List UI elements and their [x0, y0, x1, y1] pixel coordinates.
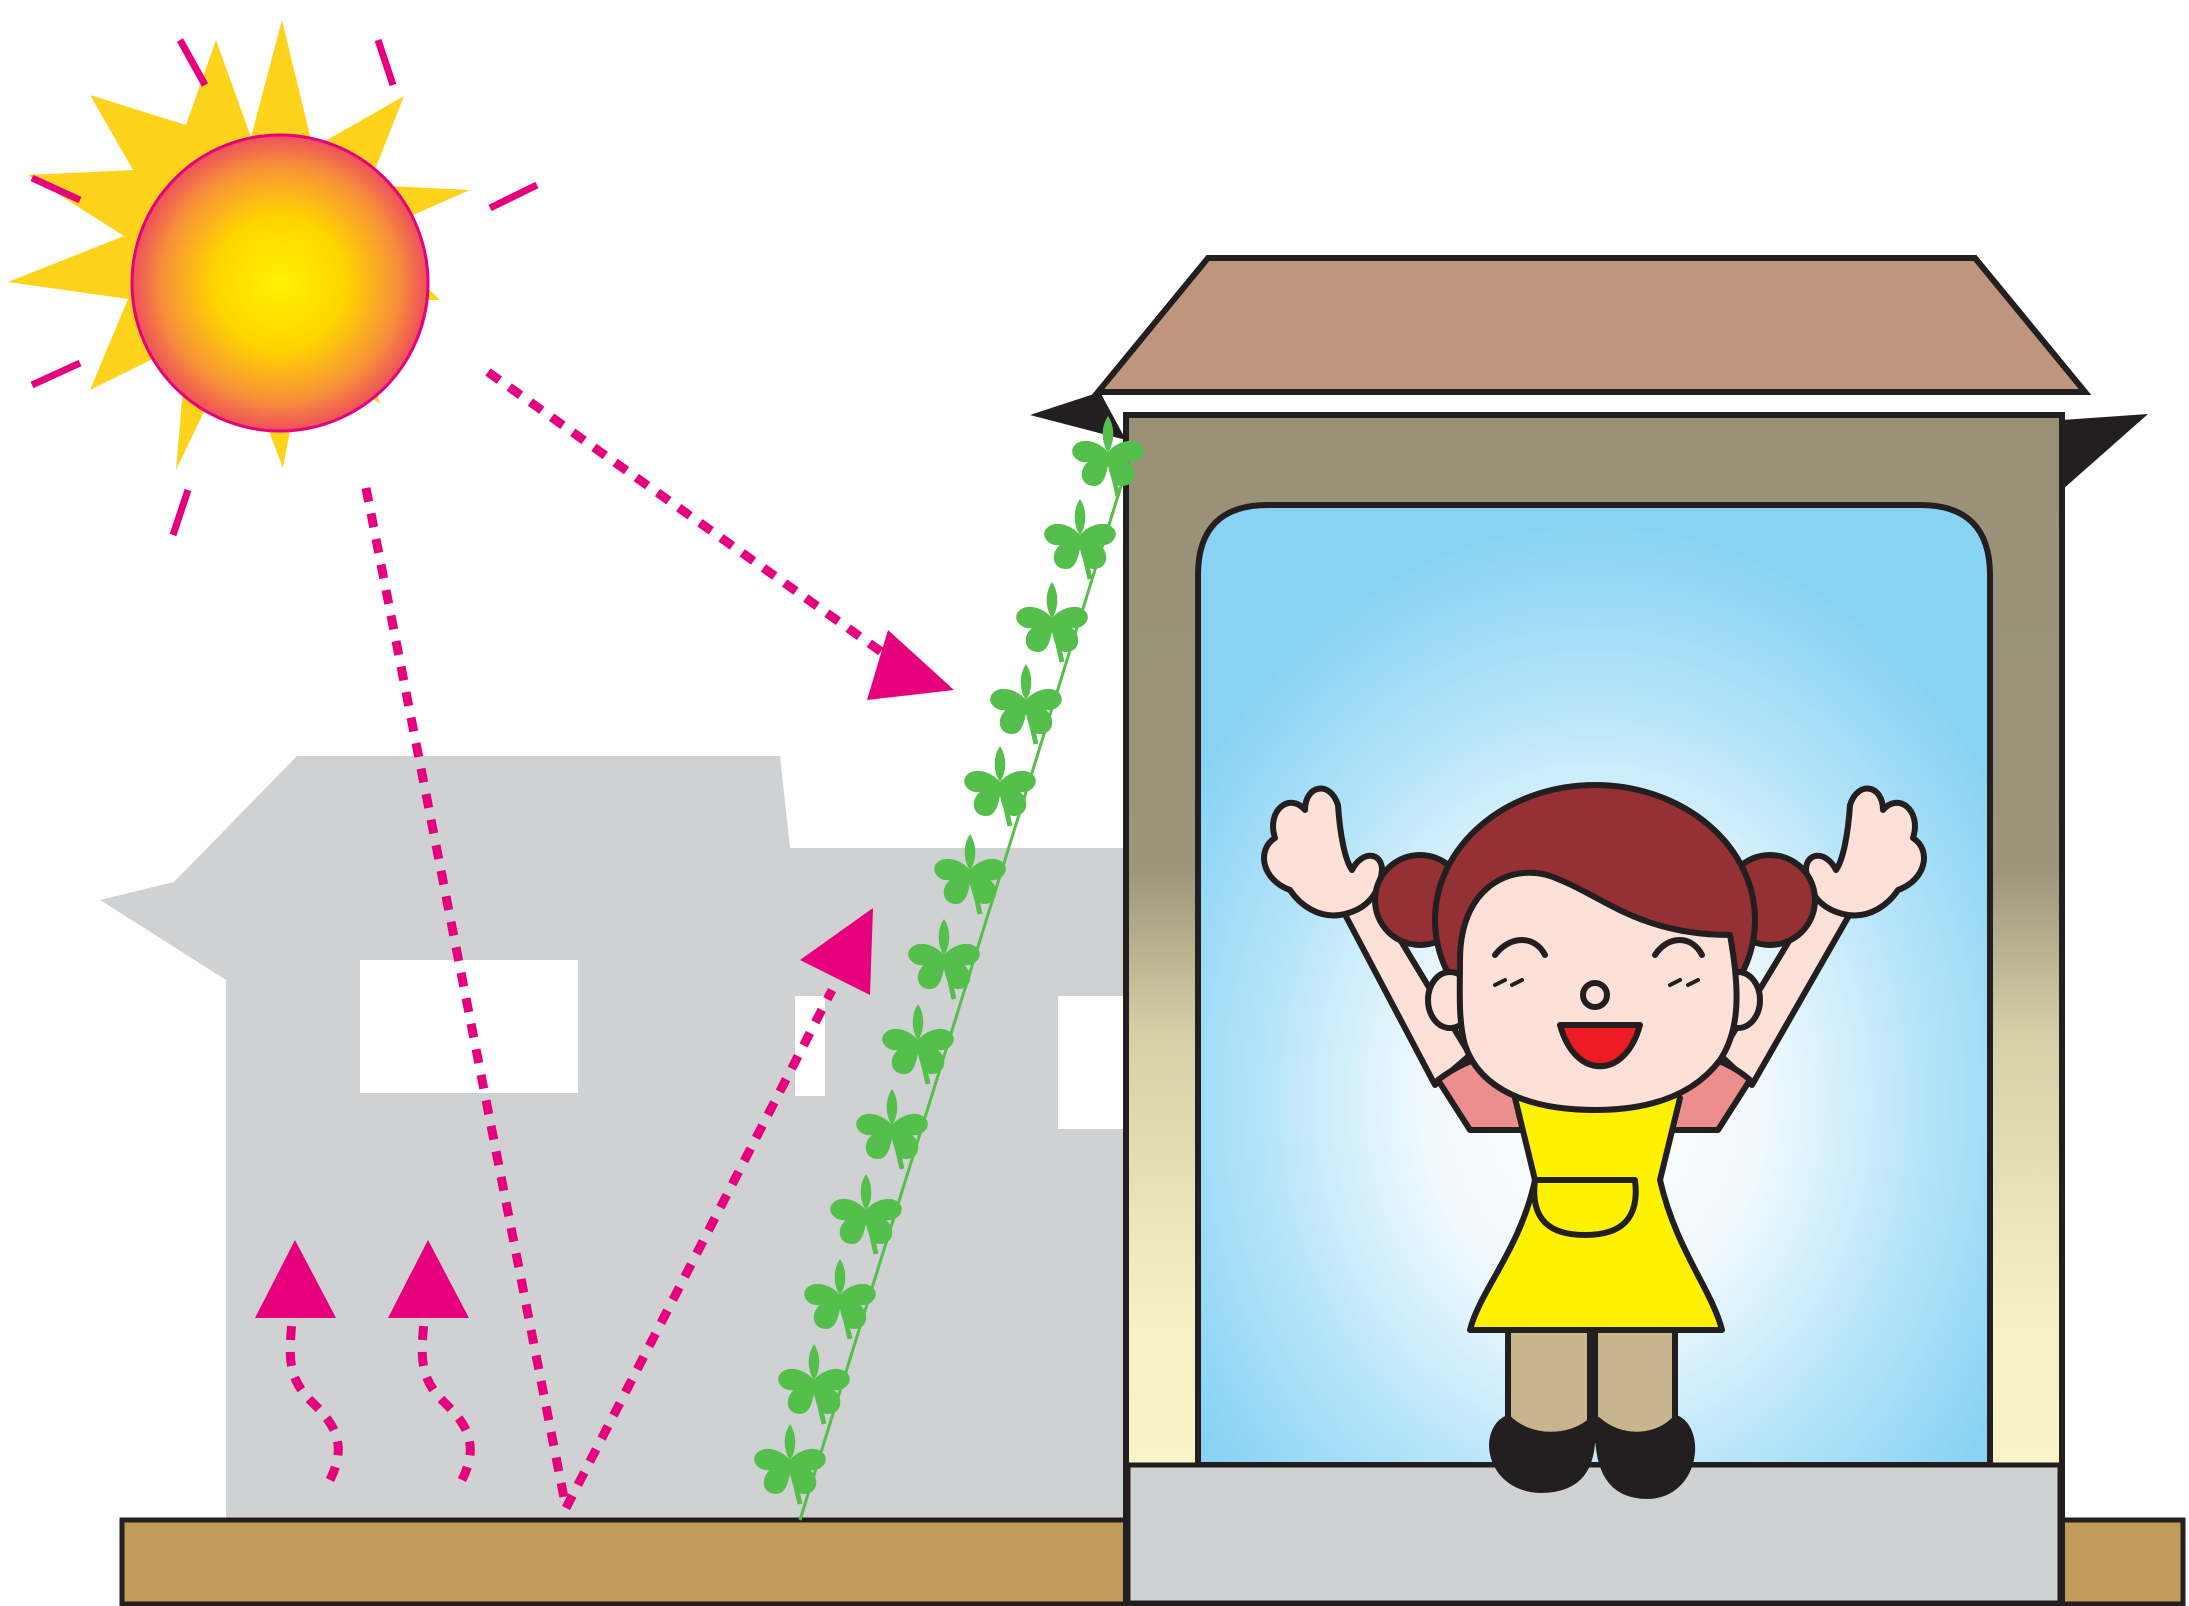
- sunlight-arrowhead-right: [867, 630, 954, 700]
- eave-left: [1030, 392, 1126, 440]
- heat-rising-arrow-icon: [255, 1240, 343, 1483]
- blush-left: [1493, 978, 1524, 987]
- sunlight-arrow-right: [485, 368, 893, 662]
- blush-right: [1668, 978, 1700, 987]
- left-hand: [1261, 785, 1385, 919]
- window-sill: [1125, 1462, 2063, 1606]
- apron-pocket: [1531, 1177, 1639, 1238]
- green-curtain-vine-icon: [754, 416, 1144, 1521]
- heat-rising-arrow-icon-2: [388, 1240, 475, 1483]
- eye-right: [1652, 937, 1705, 958]
- eye-left: [1492, 937, 1548, 958]
- mouth: [1557, 1022, 1643, 1070]
- nose: [1580, 980, 1610, 1010]
- happy-woman-icon: [1261, 782, 1927, 1499]
- right-hand: [1803, 785, 1927, 919]
- sun-sparkle-lines: [30, 38, 539, 537]
- left-leg: [1505, 1327, 1593, 1443]
- sunlight-arrow-down: [361, 487, 571, 1509]
- sunlight-arrowheads: [800, 630, 954, 995]
- sunlight-arrowhead-up: [800, 908, 873, 995]
- roof: [1091, 255, 2092, 395]
- sunlight-arrow-reflected: [561, 987, 837, 1511]
- neighbor-window-3: [1058, 996, 1128, 1129]
- sun-disc: [130, 133, 430, 433]
- left-shoe: [1489, 1415, 1596, 1493]
- right-shoe: [1594, 1415, 1695, 1499]
- eave-right: [2062, 414, 2148, 490]
- sunlight-arrows: [361, 368, 893, 1511]
- sun-icon: [8, 20, 539, 537]
